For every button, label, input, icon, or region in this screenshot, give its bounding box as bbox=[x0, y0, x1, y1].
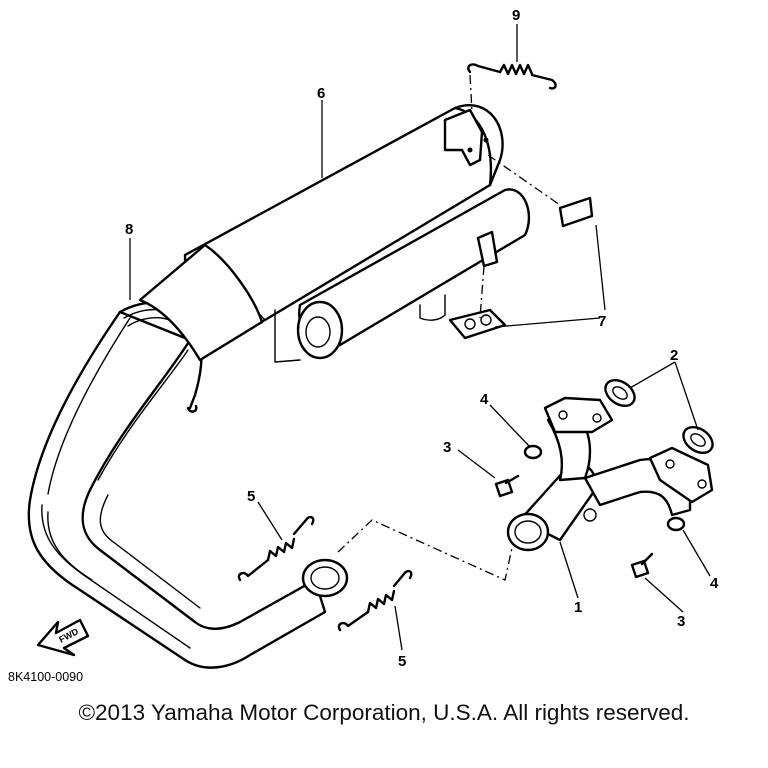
label-part-2: 2 bbox=[670, 347, 678, 364]
spring-5-lower bbox=[337, 569, 413, 632]
label-part-3-lower: 3 bbox=[677, 613, 685, 630]
label-part-5-upper: 5 bbox=[247, 488, 255, 505]
assembly-lines bbox=[337, 74, 561, 581]
copyright-notice: ©2013 Yamaha Motor Corporation, U.S.A. A… bbox=[78, 700, 690, 725]
damper-parts bbox=[448, 196, 594, 340]
label-part-5-lower: 5 bbox=[398, 653, 406, 670]
fwd-arrow-icon: FWD bbox=[36, 618, 90, 657]
label-part-9: 9 bbox=[512, 7, 520, 24]
label-part-4-lower: 4 bbox=[710, 575, 719, 592]
manifold-joint bbox=[506, 396, 714, 552]
label-part-4-upper: 4 bbox=[480, 391, 489, 408]
label-part-8: 8 bbox=[125, 221, 133, 238]
drawing-code: 8K4100-0090 bbox=[8, 670, 84, 684]
part-number-labels: 9 6 8 7 2 4 3 5 4 1 3 5 bbox=[125, 7, 719, 670]
spring-9 bbox=[467, 63, 557, 90]
label-part-7: 7 bbox=[598, 313, 606, 330]
spring-5-upper bbox=[237, 515, 315, 582]
muffler bbox=[138, 104, 531, 363]
label-part-1: 1 bbox=[574, 599, 582, 616]
gaskets bbox=[604, 378, 714, 455]
label-part-3-upper: 3 bbox=[443, 439, 451, 456]
label-part-6: 6 bbox=[317, 85, 325, 102]
leader-lines bbox=[129, 24, 711, 651]
bolts-and-washers bbox=[494, 444, 686, 579]
exhaust-pipe bbox=[27, 310, 349, 669]
